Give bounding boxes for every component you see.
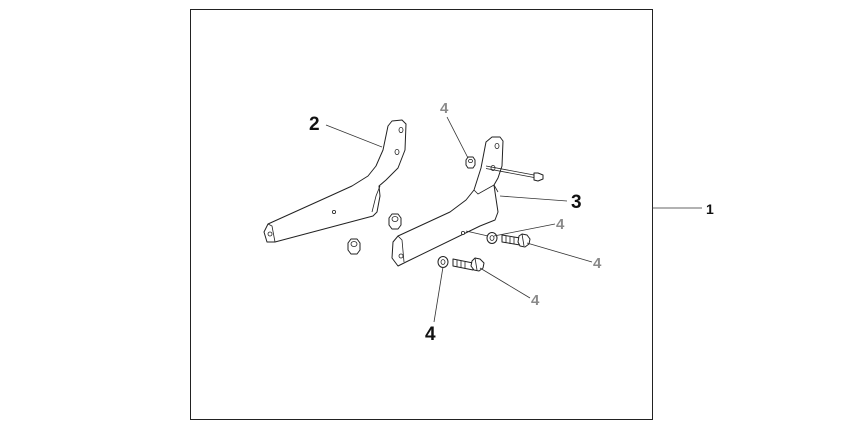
callout-washer-lower: 4 xyxy=(425,324,436,345)
spacer-bushing[interactable] xyxy=(347,238,361,255)
left-bracket[interactable] xyxy=(263,119,407,243)
leader-nut-top xyxy=(446,116,469,159)
callout-washer-upper: 4 xyxy=(556,216,565,233)
right-bracket[interactable] xyxy=(391,136,504,267)
callout-nut-top: 4 xyxy=(440,100,449,117)
washer-upper[interactable] xyxy=(486,232,498,244)
bolt-lower[interactable] xyxy=(452,257,485,272)
washer-lower[interactable] xyxy=(437,256,449,268)
callout-bolt-lower: 4 xyxy=(531,292,540,309)
leader-washer-upper xyxy=(465,230,489,237)
spacer-bushing[interactable] xyxy=(388,213,402,230)
callout-assembly: 1 xyxy=(706,201,714,217)
callout-left-bracket: 2 xyxy=(309,114,320,135)
leader-right-bracket xyxy=(499,195,568,202)
leader-washer-upper-b xyxy=(493,223,556,237)
leader-bolt-lower xyxy=(479,267,531,299)
bolt-upper[interactable] xyxy=(501,233,531,248)
leader-left-bracket xyxy=(325,124,383,148)
diagram-frame xyxy=(190,9,653,420)
long-bolt-top[interactable] xyxy=(485,165,544,182)
nut-top[interactable] xyxy=(465,156,476,169)
leader-bolt-upper xyxy=(526,242,593,263)
callout-bolt-upper: 4 xyxy=(593,255,602,272)
leader-washer-lower xyxy=(433,266,444,323)
callout-right-bracket: 3 xyxy=(571,192,582,213)
